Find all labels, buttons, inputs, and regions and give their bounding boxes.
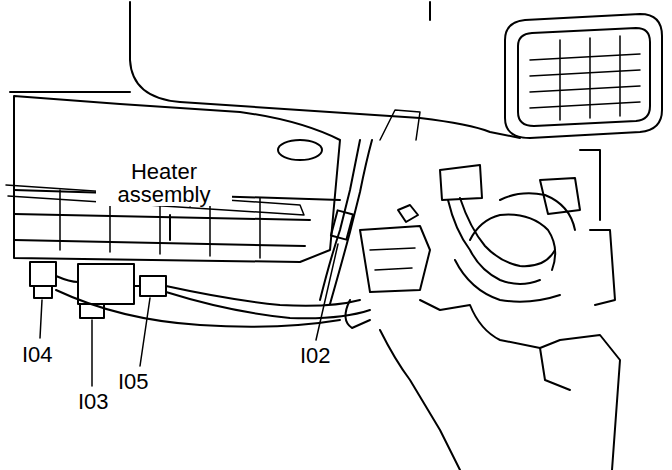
callout-number: I05	[116, 370, 151, 393]
part-name: Heater assembly	[96, 160, 232, 206]
callout-number: I03	[76, 390, 111, 413]
callout-number: I02	[298, 344, 333, 367]
callout-number: I04	[20, 343, 55, 366]
